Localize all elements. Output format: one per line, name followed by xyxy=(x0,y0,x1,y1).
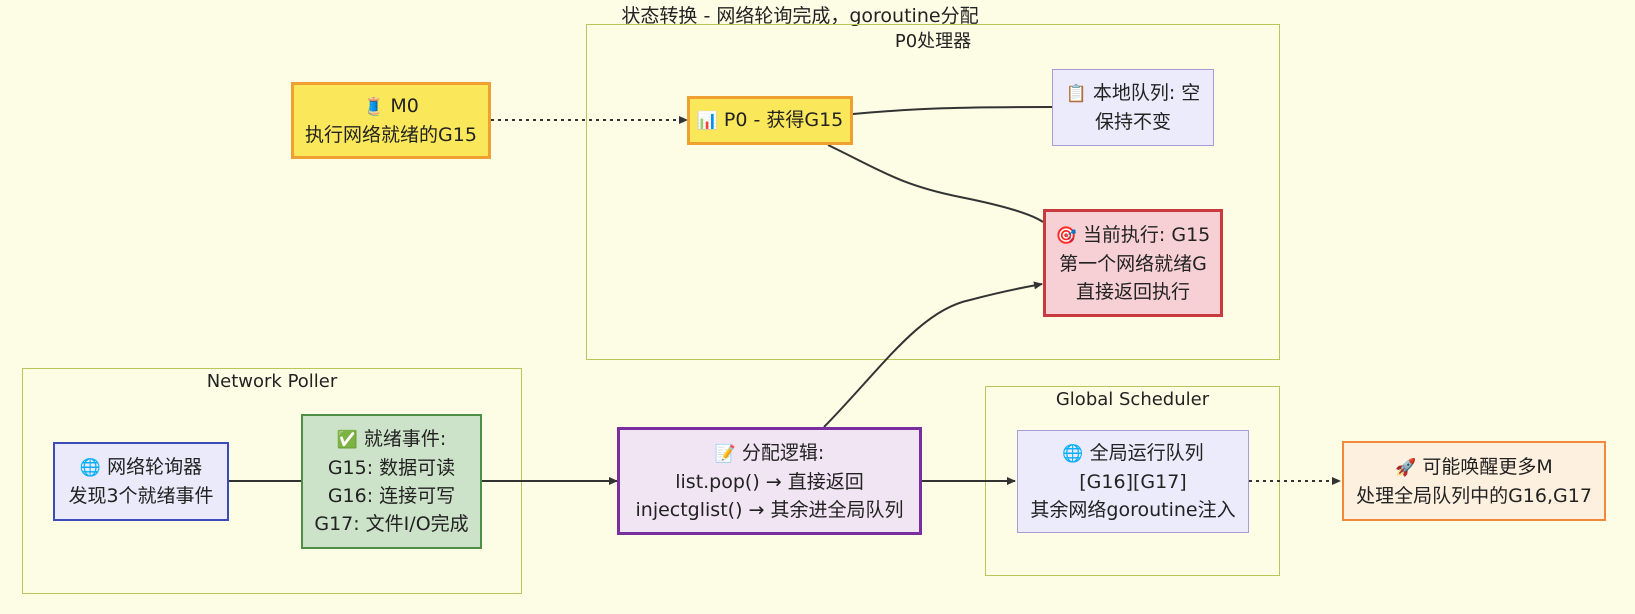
edge-dispatch-to-current xyxy=(823,281,1043,428)
memo-icon: 📝 xyxy=(714,443,736,464)
global-run-queue-node: 🌐全局运行队列 [G16][G17] 其余网络goroutine注入 xyxy=(1017,430,1249,533)
poller-cluster-label: Network Poller xyxy=(206,371,338,392)
network-poller-node: 🌐网络轮询器 发现3个就绪事件 xyxy=(53,442,229,521)
globe-icon: 🌐 xyxy=(1062,444,1084,464)
current-execution-node: 🎯当前执行: G15 第一个网络就绪G 直接返回执行 xyxy=(1043,209,1223,317)
global-queue-line-1: 🌐全局运行队列 xyxy=(1062,442,1204,464)
dispatch-line-1: 📝分配逻辑: xyxy=(714,441,825,464)
bar-chart-icon: 📊 xyxy=(696,111,718,131)
events-line-1: ✅就绪事件: xyxy=(336,428,447,450)
current-line-2: 第一个网络就绪G xyxy=(1059,252,1207,275)
local-queue-line-2: 保持不变 xyxy=(1094,111,1171,133)
m0-node: 🧵M0 执行网络就绪的G15 xyxy=(291,82,491,159)
clipboard-icon: 📋 xyxy=(1065,84,1087,104)
target-icon: 🎯 xyxy=(1055,225,1077,246)
p0-processor-cluster: P0处理器 xyxy=(586,24,1280,360)
p0-line-1: 📊P0 - 获得G15 xyxy=(696,109,844,131)
wake-more-m-node: 🚀可能唤醒更多M 处理全局队列中的G16,G17 xyxy=(1342,441,1606,521)
dispatch-logic-node: 📝分配逻辑: list.pop() → 直接返回 injectglist() →… xyxy=(617,427,922,535)
m0-line-1: 🧵M0 xyxy=(363,95,419,117)
events-line-4: G17: 文件I/O完成 xyxy=(314,513,469,535)
m0-line-2: 执行网络就绪的G15 xyxy=(305,124,477,146)
events-line-3: G16: 连接可写 xyxy=(327,485,456,507)
poller-line-2: 发现3个就绪事件 xyxy=(68,485,214,507)
local-queue-node: 📋本地队列: 空 保持不变 xyxy=(1052,69,1214,146)
wake-line-1: 🚀可能唤醒更多M xyxy=(1395,455,1553,478)
ready-events-node: ✅就绪事件: G15: 数据可读 G16: 连接可写 G17: 文件I/O完成 xyxy=(301,414,482,549)
global-queue-line-2: [G16][G17] xyxy=(1079,471,1187,493)
current-line-1: 🎯当前执行: G15 xyxy=(1055,223,1211,246)
global-queue-line-3: 其余网络goroutine注入 xyxy=(1030,499,1236,521)
p0-node: 📊P0 - 获得G15 xyxy=(687,96,853,145)
thread-icon: 🧵 xyxy=(363,97,385,117)
rocket-icon: 🚀 xyxy=(1395,457,1417,478)
poller-line-1: 🌐网络轮询器 xyxy=(79,456,203,478)
wake-line-2: 处理全局队列中的G16,G17 xyxy=(1356,484,1592,507)
global-cluster-label: Global Scheduler xyxy=(1055,389,1210,410)
dispatch-line-3: injectglist() → 其余进全局队列 xyxy=(635,498,904,521)
local-queue-line-1: 📋本地队列: 空 xyxy=(1065,82,1201,104)
dispatch-line-2: list.pop() → 直接返回 xyxy=(675,470,864,493)
globe-icon: 🌐 xyxy=(79,458,102,478)
p0-cluster-label: P0处理器 xyxy=(894,31,972,52)
edge-p0-to-current xyxy=(827,144,1044,223)
diagram-title: 状态转换 - 网络轮询完成，goroutine分配 xyxy=(621,5,979,27)
edge-p0-to-local-queue xyxy=(852,106,1053,115)
events-line-2: G15: 数据可读 xyxy=(327,457,456,479)
current-line-3: 直接返回执行 xyxy=(1075,280,1190,303)
check-icon: ✅ xyxy=(336,430,358,450)
